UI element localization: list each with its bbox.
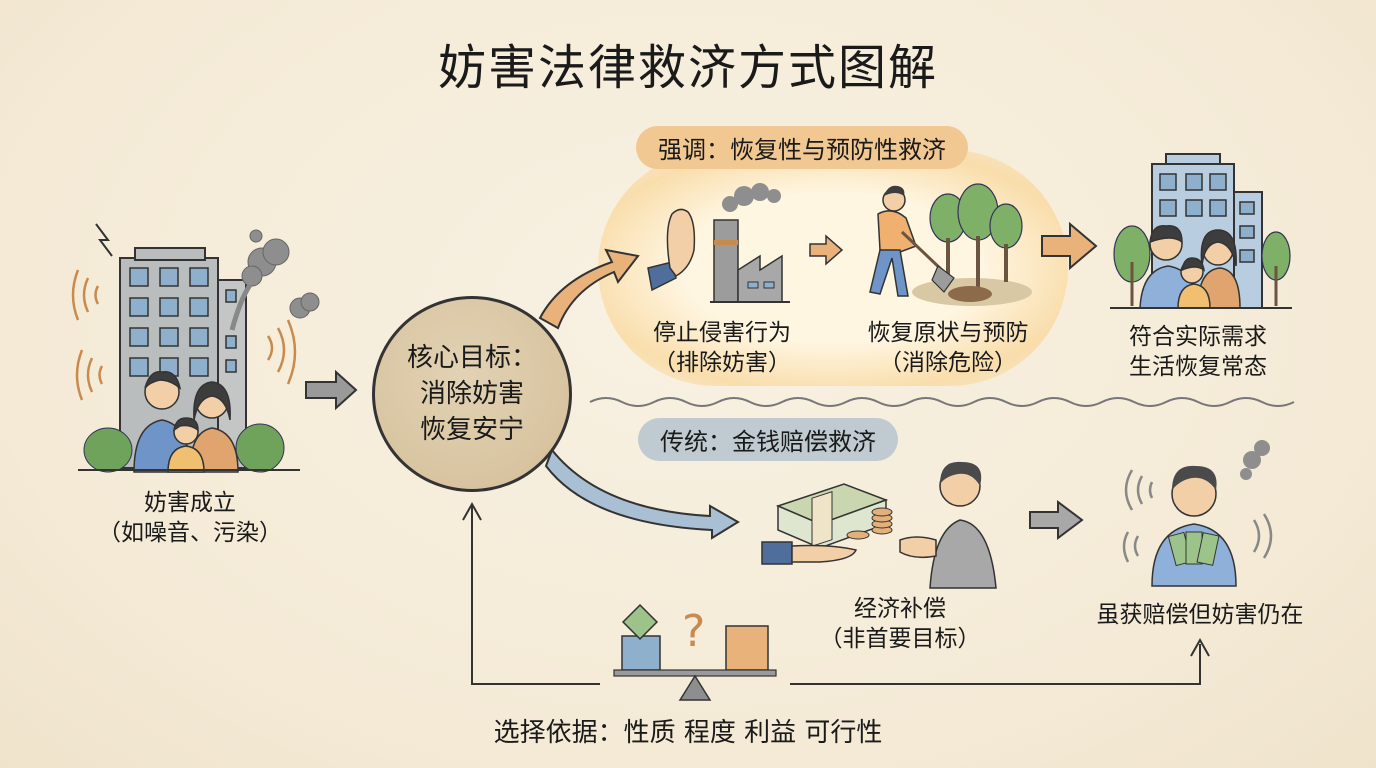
emphasis-step1-line1: 停止侵害行为 [653, 320, 791, 346]
step-arrow [809, 234, 844, 266]
emphasis-result-line2: 生活恢复常态 [1129, 354, 1267, 380]
basis-to-core-arrowhead [462, 501, 482, 521]
page-title: 妨害法律救济方式图解 [437, 40, 938, 96]
section-divider [589, 397, 1295, 407]
selection-basis-label: 选择依据：性质 程度 利益 可行性 [493, 718, 883, 748]
emphasis-step1-line2: （排除妨害） [653, 350, 791, 376]
emphasis-step1-label: 停止侵害行为 （排除妨害） [622, 318, 822, 378]
emphasis-to-result-arrow [1041, 221, 1098, 271]
emphasis-result-label: 符合实际需求 生活恢复常态 [1098, 322, 1298, 382]
start-to-core-arrow [305, 369, 358, 411]
traditional-heading: 传统：金钱赔偿救济 [638, 418, 898, 461]
stop-factory-illustration [647, 183, 790, 303]
worried-family-icon [133, 371, 239, 473]
basis-to-core-connector [471, 506, 600, 685]
basis-to-result-arrowhead [1190, 637, 1210, 657]
balance-scale-icon [613, 603, 777, 701]
core-goal-line1: 核心目标： [406, 343, 537, 373]
traditional-step1-line2: （非首要目标） [819, 626, 981, 652]
money-compensation-illustration [761, 461, 997, 589]
start-label-line1: 妨害成立 [144, 490, 236, 516]
traditional-result-line1: 虽获赔偿但妨害仍在 [1096, 602, 1304, 628]
emphasis-step2-line2: （消除危险） [879, 350, 1017, 376]
nuisance-building-illustration [71, 223, 320, 473]
core-goal-circle: 核心目标： 消除妨害 恢复安宁 [372, 296, 572, 492]
worried-man-money-illustration [1122, 440, 1273, 587]
emphasis-step2-label: 恢复原状与预防 （消除危险） [838, 318, 1058, 378]
question-mark-icon: ? [682, 606, 706, 657]
core-goal-line3: 恢复安宁 [419, 415, 524, 445]
traditional-result-label: 虽获赔偿但妨害仍在 [1070, 600, 1330, 630]
core-goal-line2: 消除妨害 [419, 379, 524, 409]
core-to-emphasis-arrow [538, 248, 640, 330]
basis-to-result-connector [790, 644, 1201, 685]
smoke-icon [229, 229, 320, 331]
traditional-step1-label: 经济补偿 （非首要目标） [800, 594, 1000, 654]
start-label-line2: （如噪音、污染） [98, 520, 282, 546]
emphasis-step2-line1: 恢复原状与预防 [867, 320, 1029, 346]
traditional-step1-line1: 经济补偿 [854, 596, 946, 622]
happy-family-illustration [1110, 153, 1292, 309]
emphasis-heading: 强调：恢复性与预防性救济 [636, 126, 968, 169]
restore-digging-illustration [869, 183, 1032, 306]
core-to-traditional-arrow [544, 448, 740, 540]
start-label: 妨害成立 （如噪音、污染） [70, 488, 310, 548]
traditional-to-result-arrow [1029, 500, 1084, 540]
lightning-icon [95, 223, 113, 257]
emphasis-result-line1: 符合实际需求 [1129, 324, 1267, 350]
noise-waves-icon [71, 269, 297, 401]
